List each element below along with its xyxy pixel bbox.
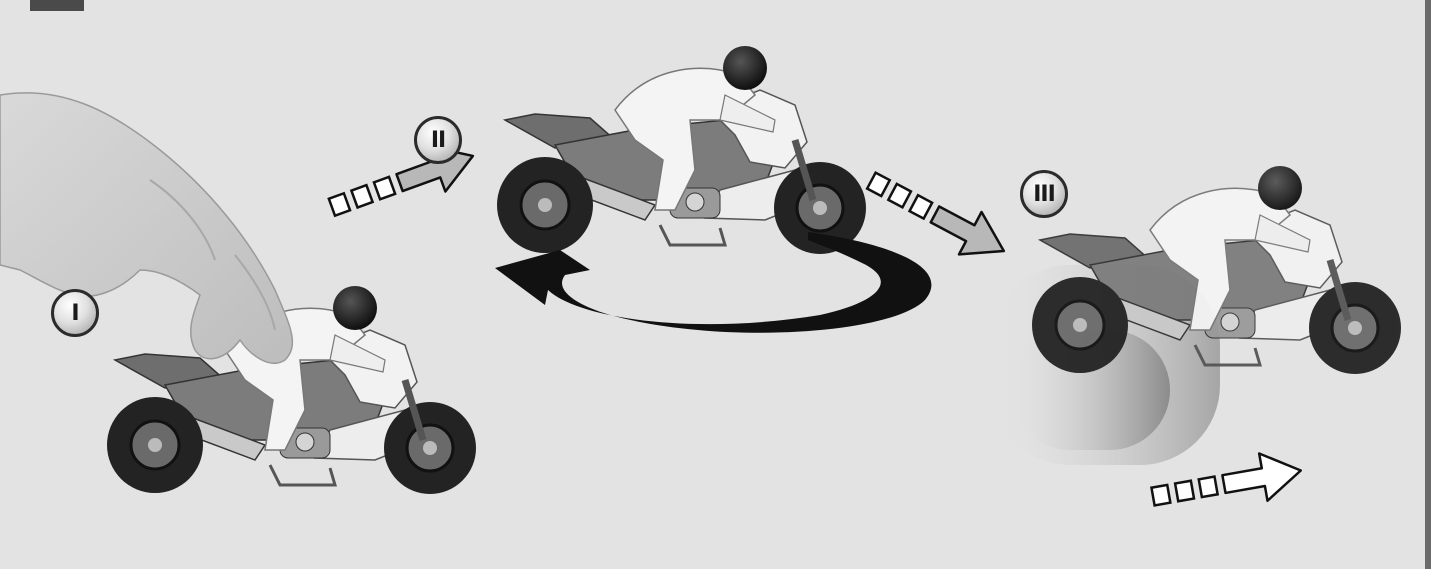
step-badge-3: III [1020, 170, 1068, 218]
hand-icon [0, 93, 292, 363]
motorcycle-icon [107, 286, 476, 494]
step-badge-1: I [51, 289, 99, 337]
step-badge-2: II [414, 116, 462, 164]
motorcycle-icon [497, 46, 866, 254]
